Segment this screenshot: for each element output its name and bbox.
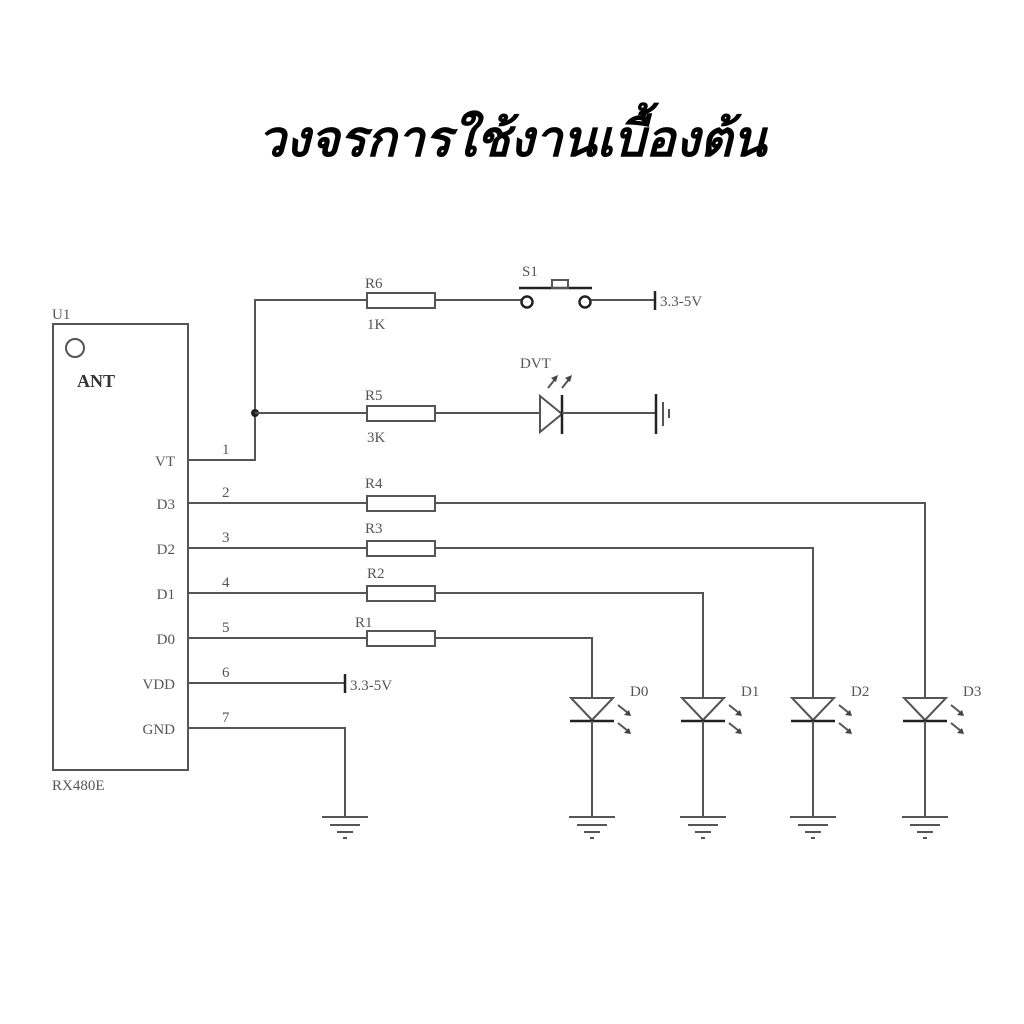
led-label: D2 <box>851 684 869 700</box>
pin-name: D3 <box>157 497 175 513</box>
pin-number: 6 <box>222 665 230 681</box>
led-label: D1 <box>741 684 759 700</box>
ground-icon <box>680 816 726 839</box>
vt-net: R6 1K S1 3.3-5V R5 3K DVT <box>188 264 702 461</box>
ground-icon <box>654 394 670 434</box>
pin-name: GND <box>143 722 176 738</box>
status-led-icon <box>539 375 572 435</box>
resistor-r5 <box>366 405 436 422</box>
led-label: D0 <box>630 684 648 700</box>
ground-icon <box>790 816 836 839</box>
r3-ref: R3 <box>365 521 383 537</box>
r5-value: 3K <box>367 430 386 446</box>
resistor-r4 <box>366 495 436 512</box>
pin-number: 3 <box>222 530 230 546</box>
supply-label: 3.3-5V <box>660 294 702 310</box>
led-d0: D0 <box>568 684 648 839</box>
ground-icon <box>322 816 368 839</box>
r2-ref: R2 <box>367 566 385 582</box>
status-led-ref: DVT <box>520 356 551 372</box>
resistor-r2 <box>366 585 436 602</box>
r6-ref: R6 <box>365 276 383 292</box>
resistor-r1 <box>366 630 436 647</box>
pin-name: VDD <box>143 677 176 693</box>
data-nets: R4 R3 R2 R1 3.3-5V <box>188 476 926 839</box>
led-label: D3 <box>963 684 981 700</box>
ground-icon <box>902 816 948 839</box>
led-icon <box>568 697 631 734</box>
module-u1: U1 ANT RX480E VT D3 D2 D1 D0 VDD GND 1 2… <box>52 307 230 794</box>
pin-name: VT <box>155 454 175 470</box>
r4-ref: R4 <box>365 476 383 492</box>
pin-number: 2 <box>222 485 230 501</box>
resistor-r3 <box>366 540 436 557</box>
pin-number: 7 <box>222 710 230 726</box>
antenna-label: ANT <box>77 371 115 391</box>
antenna-mark-icon <box>65 338 85 358</box>
switch-ref: S1 <box>522 264 538 280</box>
led-icon <box>679 697 742 734</box>
led-icon <box>901 697 964 734</box>
led-icon <box>789 697 852 734</box>
module-ref: U1 <box>52 307 70 323</box>
pin-number: 5 <box>222 620 230 636</box>
pin-name: D2 <box>157 542 175 558</box>
pin-name: D0 <box>157 632 175 648</box>
vdd-label: 3.3-5V <box>350 678 392 694</box>
led-d3: D3 <box>901 684 981 839</box>
pin-name: D1 <box>157 587 175 603</box>
push-switch-icon <box>519 279 592 309</box>
page-title: วงจรการใช้งานเบื้องต้น <box>257 110 767 168</box>
pin-number: 1 <box>222 442 230 458</box>
module-part: RX480E <box>52 778 105 794</box>
r1-ref: R1 <box>355 615 373 631</box>
pin-number: 4 <box>222 575 230 591</box>
led-d2: D2 <box>789 684 869 839</box>
r6-value: 1K <box>367 317 386 333</box>
resistor-r6 <box>366 292 436 309</box>
led-d1: D1 <box>679 684 759 839</box>
ground-icon <box>569 816 615 839</box>
r5-ref: R5 <box>365 388 383 404</box>
